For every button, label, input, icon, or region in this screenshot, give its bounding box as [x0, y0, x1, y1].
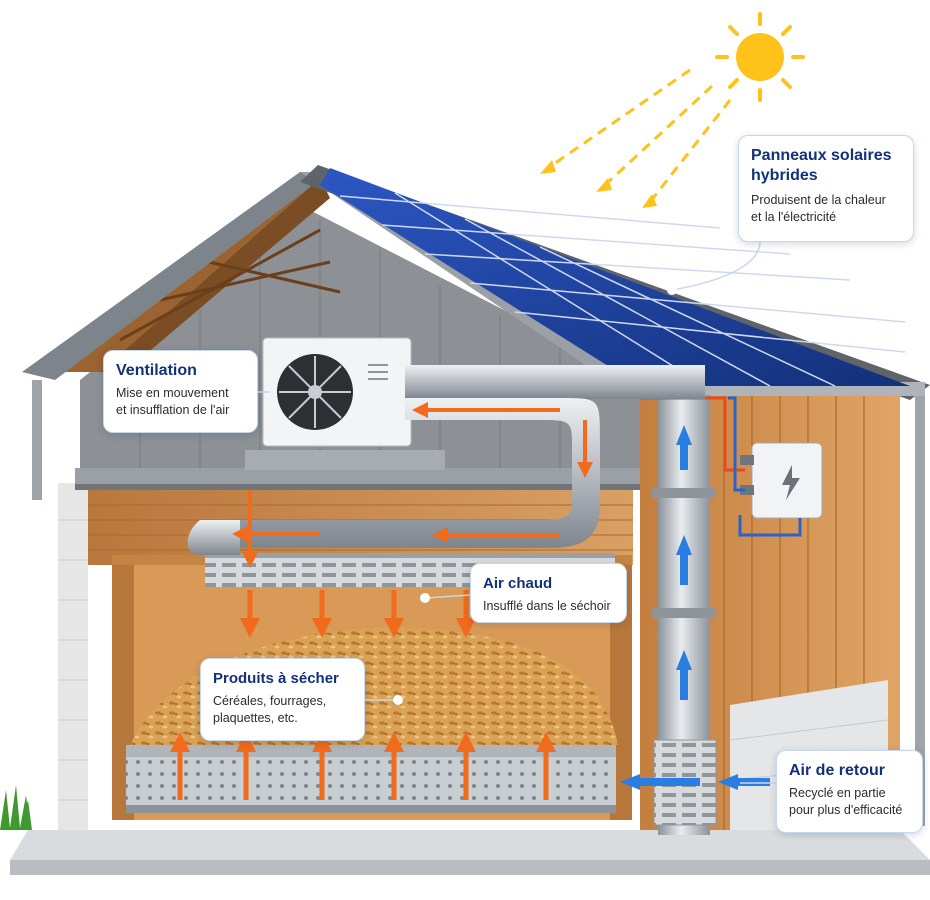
- lightning-icon: [782, 465, 800, 500]
- callout-ventilation: Ventilation Mise en mouvement et insuffl…: [103, 350, 258, 433]
- callout-title: Air chaud: [483, 575, 553, 592]
- hot-air-upflow: [170, 732, 556, 800]
- callout-description: et la l'électricité: [751, 210, 837, 224]
- sun-icon: [715, 12, 805, 102]
- callout-title: Air de retour: [789, 762, 886, 779]
- hot-air-arrows: [232, 402, 593, 568]
- callout-description: Céréales, fourrages,: [213, 694, 327, 708]
- grass-tuft: [0, 785, 32, 830]
- callout-description: Mise en mouvement: [116, 386, 229, 400]
- callout-description: Produisent de la chaleur: [751, 193, 886, 207]
- solar-panel-array: [320, 168, 910, 387]
- callout-solar-panels: Panneaux solaires hybrides Produisent de…: [738, 135, 914, 242]
- return-air-arrows: [620, 425, 770, 790]
- callout-return-air: Air de retour Recyclé en partie pour plu…: [776, 750, 923, 833]
- callout-description: Insufflé dans le séchoir: [483, 599, 611, 613]
- gutter-downpipe-left: [32, 380, 925, 826]
- callout-products-to-dry: Produits à sécher Céréales, fourrages, p…: [200, 658, 365, 741]
- callout-title: hybrides: [751, 167, 818, 184]
- callout-description: pour plus d'efficacité: [789, 803, 903, 817]
- mezzanine-platform: [75, 468, 640, 490]
- sunlight-rays: [547, 68, 732, 203]
- callout-title: Panneaux solaires: [751, 147, 892, 164]
- callout-title: Ventilation: [116, 362, 197, 379]
- callout-description: plaquettes, etc.: [213, 711, 298, 725]
- callout-description: Recyclé en partie: [789, 786, 886, 800]
- callout-leaders: [258, 241, 776, 784]
- callout-description: et insufflation de l'air: [116, 403, 230, 417]
- callout-title: Produits à sécher: [213, 670, 339, 687]
- ground-slab: [10, 830, 930, 875]
- hot-air-downflow: [240, 590, 476, 638]
- callout-hot-air: Air chaud Insufflé dans le séchoir: [470, 563, 627, 623]
